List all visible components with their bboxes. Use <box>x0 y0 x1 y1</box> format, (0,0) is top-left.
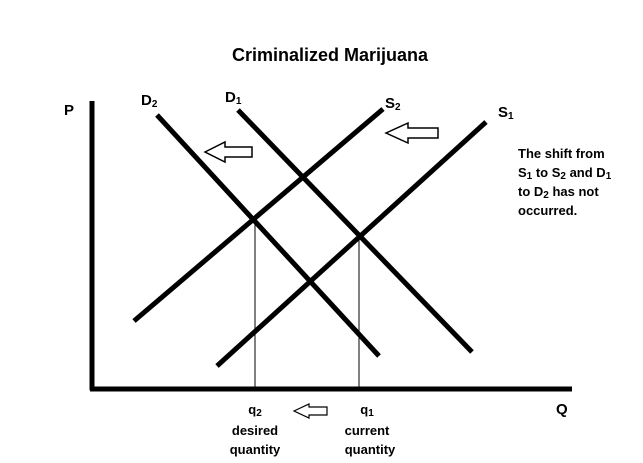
diagram-title: Criminalized Marijuana <box>232 45 429 65</box>
label-d1: D1 <box>225 89 242 107</box>
left-arrow-icon <box>384 121 439 145</box>
label-q1: q1 <box>360 402 374 419</box>
caption-q1-line1: current <box>345 423 390 438</box>
quantity-axis-label: Q <box>556 401 568 418</box>
note-line-3: to D2 has not <box>518 184 599 201</box>
shift-note: The shift from S1 to S2 and D1 to D2 has… <box>518 146 612 218</box>
supply-curve-s1 <box>215 120 488 368</box>
demand-curve-d2 <box>155 113 381 358</box>
caption-q1-line2: quantity <box>345 442 396 457</box>
left-arrow-icon <box>203 140 253 164</box>
demand-curve-d1 <box>236 108 474 354</box>
price-axis-label: P <box>64 102 74 119</box>
note-line-2: S1 to S2 and D1 <box>518 165 612 182</box>
left-arrow-icon <box>292 403 328 419</box>
note-line-1: The shift from <box>518 146 605 161</box>
caption-q2-line2: quantity <box>230 442 281 457</box>
label-d2: D2 <box>141 92 158 110</box>
label-s2: S2 <box>385 95 401 113</box>
note-line-4: occurred. <box>518 203 577 218</box>
caption-q2-line1: desired <box>232 423 278 438</box>
label-q2: q2 <box>248 402 262 419</box>
supply-curve-s2 <box>132 107 385 323</box>
label-s1: S1 <box>498 104 514 122</box>
